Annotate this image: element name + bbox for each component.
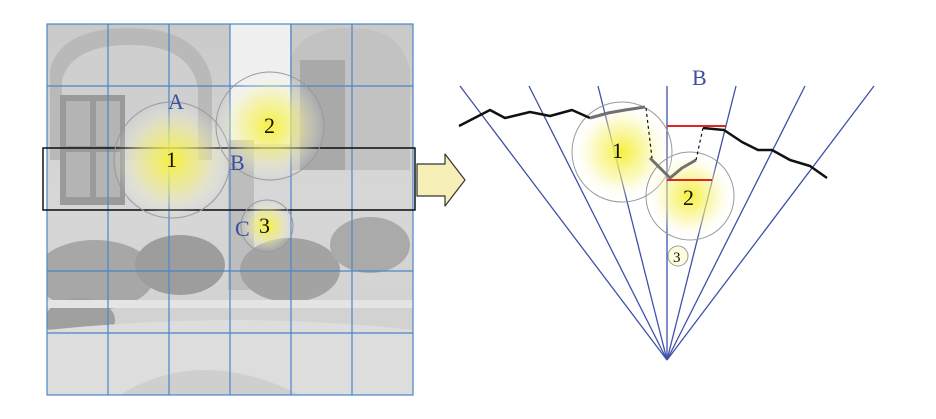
label-a: A (168, 89, 184, 114)
contour-gray-mid (648, 156, 697, 180)
dashed-connector-left (645, 107, 653, 159)
photo-panel: 1 2 3 A B C (42, 23, 416, 396)
label-b: B (230, 150, 245, 175)
right-circle-3-number: 3 (673, 250, 681, 266)
right-circle-1-number: 1 (612, 138, 623, 163)
left-circle-3-number: 3 (259, 213, 270, 238)
left-circle-2 (215, 71, 325, 181)
contour-right (702, 126, 828, 180)
right-label-b: B (692, 65, 707, 90)
left-circle-3 (240, 199, 294, 253)
left-circle-2-number: 2 (264, 113, 275, 138)
ray-diagram: 1 2 3 B (458, 65, 875, 361)
contour-left (458, 108, 591, 128)
right-circle-2-number: 2 (683, 185, 694, 210)
contour-gray-top (589, 105, 646, 120)
left-circle-1-number: 1 (166, 147, 177, 172)
label-c: C (235, 216, 250, 241)
transition-arrow (416, 153, 466, 207)
right-circle-3 (667, 245, 689, 267)
right-circle-1 (571, 101, 673, 203)
